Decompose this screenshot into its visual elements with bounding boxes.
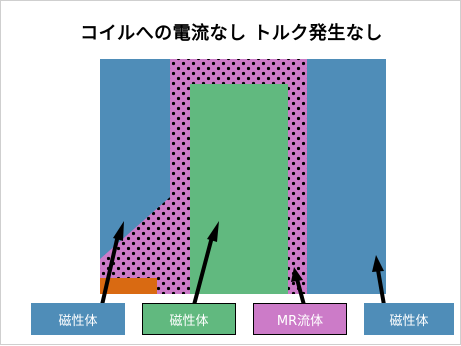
coil	[100, 278, 157, 294]
right-magnetic-body	[307, 59, 386, 294]
label-mr-fluid: MR流体	[253, 303, 347, 335]
arrow-center	[192, 236, 214, 306]
arrow-left	[100, 234, 120, 306]
label-center-magnetic: 磁性体	[142, 303, 236, 335]
slide-title: コイルへの電流なし トルク発生なし	[80, 23, 383, 44]
pointer-arrows	[100, 221, 386, 306]
left-magnetic-body	[100, 59, 170, 259]
arrow-mr-fluid	[295, 278, 306, 306]
label-left-magnetic: 磁性体	[31, 303, 125, 335]
label-right-magnetic: 磁性体	[364, 303, 454, 335]
arrow-right	[376, 269, 386, 306]
